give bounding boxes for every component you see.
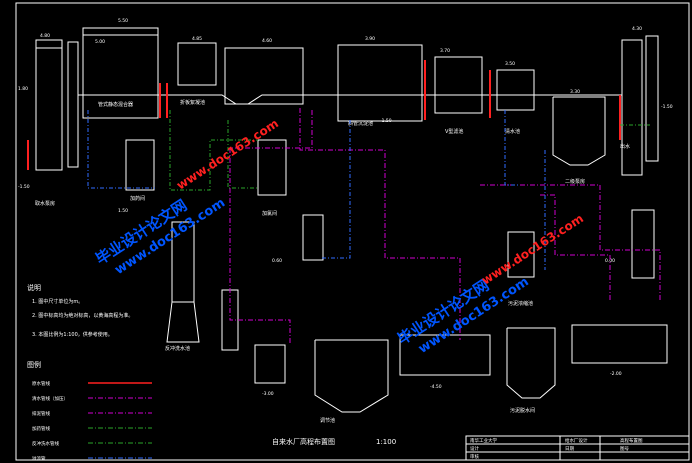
dosing-lines: [169, 110, 650, 191]
chlorine-tank: [257, 139, 287, 196]
backwash-label: 反冲洗水池: [165, 345, 190, 352]
intake-label: 取水泵房: [35, 200, 55, 207]
legend-item-label: 溢流管: [32, 455, 46, 462]
legend-heading: 图例: [27, 360, 41, 369]
mix-label: 管式静态混合器: [98, 101, 133, 108]
drawing-title: 自来水厂高程布置图: [272, 437, 335, 446]
sludge-pump-tank: [507, 231, 535, 278]
drawing-frame: [15, 2, 690, 461]
clear-water-tank: 3.30 二级泵房: [552, 89, 606, 185]
sed-label: 斜管沉淀池: [348, 120, 373, 127]
svg-text:-3.00: -3.00: [262, 391, 274, 397]
svg-text:-1.50: -1.50: [18, 184, 30, 190]
svg-text:www.doc163.com: www.doc163.com: [174, 116, 281, 192]
svg-text:-2.00: -2.00: [610, 371, 622, 377]
watermark-red-right: www.doc163.com: [479, 211, 586, 287]
tb-sheet: 图号: [620, 446, 629, 452]
main-flow-line: [78, 94, 622, 105]
sedimentation-basin: 3.90 斜管沉淀池 -1.50: [337, 36, 423, 127]
right-small-tank: [631, 209, 655, 279]
legend-item-label: 反冲洗水管线: [32, 440, 59, 447]
svg-text:4.30: 4.30: [632, 26, 642, 32]
pump2-label: 二级泵房: [565, 178, 585, 185]
svg-text:4.80: 4.80: [40, 33, 50, 39]
tb-row3: 日期: [565, 446, 574, 452]
dewater-label: 污泥脱水间: [510, 407, 535, 414]
legend-item-label: 清水管线（加压）: [32, 395, 68, 402]
tb-project: 给水厂设计: [565, 437, 588, 444]
svg-text:出水: 出水: [620, 143, 630, 150]
svg-text:0.00: 0.00: [605, 258, 615, 264]
svg-text:3.70: 3.70: [440, 48, 450, 54]
chlorine-label: 加氯间: [262, 210, 277, 217]
legend-item-label: 排泥管线: [32, 410, 50, 417]
svg-text:3.50: 3.50: [505, 61, 515, 67]
small-tank-mid: [302, 214, 324, 261]
note-2: 2. 图中标高均为绝对标高，以黄海高程为准。: [32, 312, 133, 319]
tb-school: 南华工业大学: [470, 437, 497, 444]
v-filter: 3.70 3.50 V型滤池 清水池: [434, 48, 535, 135]
filter-label: V型滤池: [445, 128, 463, 135]
watermark-red: www.doc163.com: [174, 116, 281, 192]
svg-text:1.80: 1.80: [18, 86, 28, 92]
tb-row1: 设计: [470, 445, 479, 452]
svg-text:-1.50: -1.50: [380, 118, 392, 124]
intake-well: 4.80 1.80 -1.50 取水泵房: [18, 33, 63, 207]
svg-text:5.50: 5.50: [118, 18, 128, 24]
balance-label: 调节池: [320, 417, 335, 424]
legend-item-label: 原水管线: [32, 380, 50, 387]
svg-text:-1.50: -1.50: [661, 104, 673, 110]
dosing-label: 加药间: [130, 195, 145, 202]
svg-text:0.60: 0.60: [272, 258, 282, 264]
clearwell-label: 清水池: [505, 128, 520, 135]
svg-text:-4.50: -4.50: [430, 384, 442, 390]
tb-drawing-name: 高程布置图: [620, 437, 643, 444]
svg-text:3.30: 3.30: [570, 89, 580, 95]
sludge-lines: [229, 108, 661, 345]
title-block: 南华工业大学 设计 审核 给水厂设计 日期 高程布置图 图号: [465, 435, 690, 461]
raw-water-pipe: [27, 60, 621, 170]
bottom-row-units: -3.00 调节池 -4.50 污泥脱水间 -2.00: [254, 324, 668, 424]
note-3: 3. 本图比例为1:100，供参考使用。: [32, 331, 113, 338]
watermark-right: 毕业设计论文网 www.doc163.com: [394, 274, 531, 356]
svg-text:1.50: 1.50: [118, 208, 128, 214]
overflow-lines: [87, 110, 546, 270]
note-1: 1. 图中尺寸单位为m。: [32, 298, 83, 305]
floc-label: 折板絮凝池: [180, 99, 205, 106]
flocculation-basin: 4.85 4.60 折板絮凝池: [177, 36, 304, 106]
dosing-tank: [125, 139, 155, 191]
legend-item-label: 加药管线: [32, 425, 50, 432]
right-tower: 4.30 -1.50 出水: [620, 26, 673, 176]
svg-text:3.90: 3.90: [365, 36, 375, 42]
drawing-scale: 1:100: [376, 438, 396, 446]
watermark-left: 毕业设计论文网 www.doc163.com: [92, 196, 228, 278]
mixing-basin: 5.50 5.00 管式静态混合器: [82, 18, 159, 119]
tb-row2: 审核: [470, 453, 479, 460]
svg-text:5.00: 5.00: [95, 39, 105, 45]
svg-text:4.85: 4.85: [192, 36, 202, 42]
notes-heading: 说明: [27, 283, 41, 292]
svg-text:www.doc163.com: www.doc163.com: [479, 211, 586, 287]
sludge-label: 污泥浓缩池: [508, 300, 533, 307]
intake-pipe-column: [67, 41, 79, 168]
svg-text:4.60: 4.60: [262, 38, 272, 44]
